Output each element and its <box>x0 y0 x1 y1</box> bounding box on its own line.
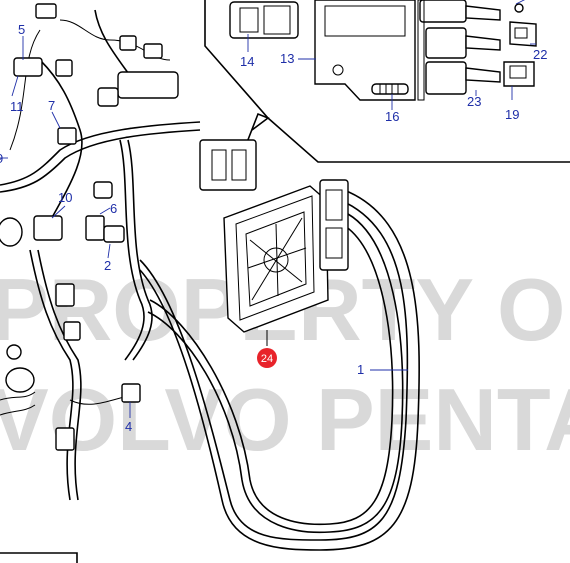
connector-6 <box>85 215 105 241</box>
connector-upper-6 <box>93 181 113 199</box>
connector-top <box>119 35 137 51</box>
connector-top-left <box>35 3 57 19</box>
callout-13: 13 <box>280 51 294 66</box>
connector-lower <box>63 321 81 341</box>
leader-lines <box>0 36 408 418</box>
callout-22: 22 <box>533 47 547 62</box>
connector-4 <box>121 383 141 403</box>
sensor-left <box>0 217 23 247</box>
connector-assembly <box>199 139 257 191</box>
inset-relays <box>417 0 501 101</box>
callout-19: 19 <box>505 107 519 122</box>
callout-6: 6 <box>110 201 117 216</box>
inset-pointer <box>243 112 270 151</box>
cable-loop <box>139 189 420 551</box>
connector-10 <box>33 215 63 241</box>
callout-24-badge: 24 <box>257 330 277 368</box>
ecu-module <box>223 179 349 333</box>
connector-mid <box>97 87 119 107</box>
inset-threaded-rod-16 <box>371 83 409 110</box>
highlight-badge <box>257 348 277 368</box>
connector-top-2 <box>143 43 163 59</box>
detail-inset <box>204 0 570 163</box>
sensor-lower-left <box>5 367 35 393</box>
callout-5: 5 <box>18 22 25 37</box>
callout-16: 16 <box>385 109 399 124</box>
connector-7 <box>57 127 77 145</box>
frame-corner <box>0 552 78 563</box>
callout-2: 2 <box>104 258 111 273</box>
callout-23: 23 <box>467 94 481 109</box>
watermark-line2: VOLVO PENTA <box>0 370 570 469</box>
connector-lower-left <box>55 283 75 307</box>
inset-plug-22 <box>509 21 537 47</box>
ecu-connector <box>319 179 349 271</box>
connector-5 <box>13 57 43 77</box>
connector-11 <box>55 59 73 77</box>
callout-labels: 5 11 7 9 10 6 2 4 1 14 13 16 22 23 19 <box>0 22 547 434</box>
callout-24: 24 <box>261 353 273 365</box>
callout-14: 14 <box>240 54 254 69</box>
callout-10: 10 <box>58 190 72 205</box>
callout-1: 1 <box>357 362 364 377</box>
wire-harness <box>0 3 257 501</box>
connector-2 <box>103 225 125 243</box>
callout-7: 7 <box>48 98 55 113</box>
relay-box <box>117 71 179 99</box>
callout-11: 11 <box>10 99 24 114</box>
sensor-small <box>6 344 22 360</box>
callout-9: 9 <box>0 151 3 166</box>
callout-4: 4 <box>125 419 132 434</box>
connector-bottom-left <box>55 427 75 451</box>
